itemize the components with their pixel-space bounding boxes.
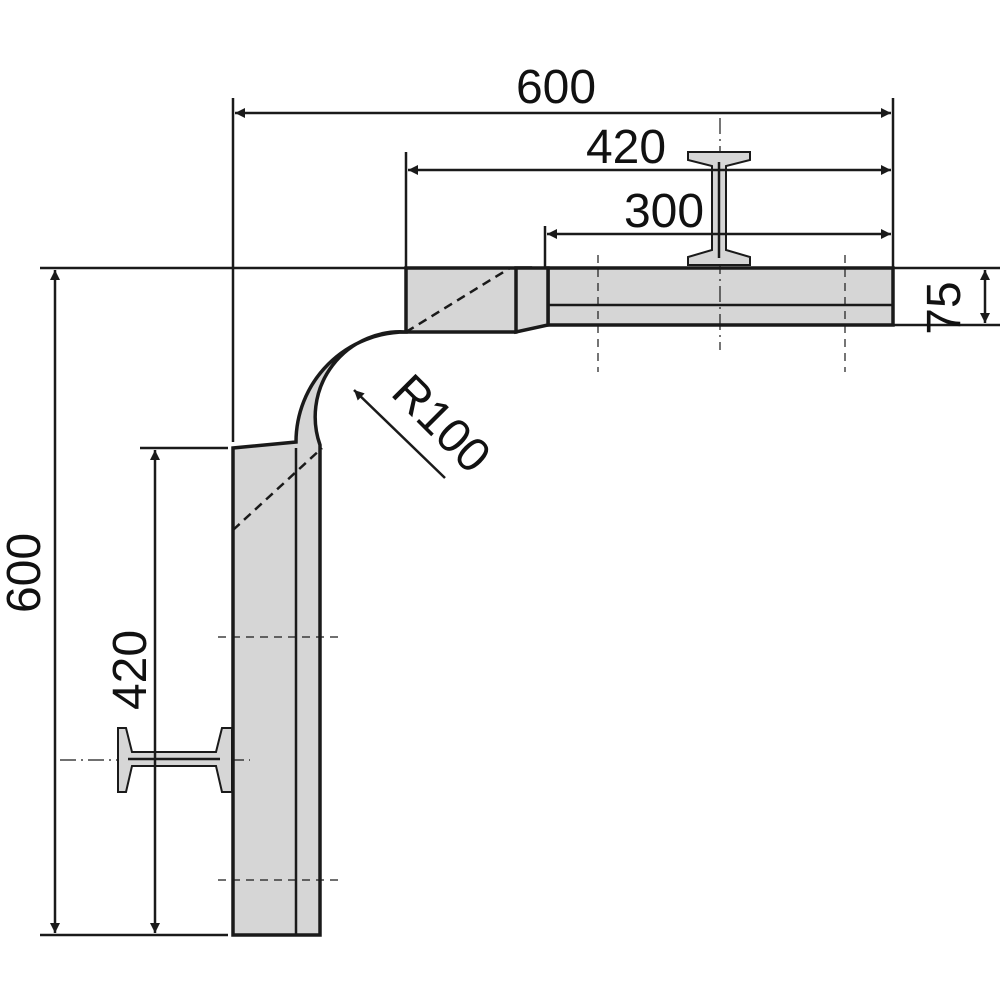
dim-left-overall-label: 600 (0, 533, 51, 613)
radius-label: R100 (382, 365, 501, 484)
radius-leader-arrow (353, 389, 446, 479)
top-diagonal-cut (405, 266, 511, 334)
i-beam-icon (117, 727, 233, 793)
dim-top-overall-label: 600 (516, 61, 596, 114)
dimension-labels: 600 420 300 75 600 420 R100 (0, 61, 971, 710)
dim-top-mid-label: 420 (586, 121, 666, 174)
dim-height-right-label: 75 (918, 281, 971, 334)
left-diagonal-cut (232, 447, 323, 531)
elbow-body (231, 266, 533, 937)
dimension-lines (50, 108, 990, 933)
extension-lines (40, 98, 1000, 937)
dim-top-inner-label: 300 (624, 185, 704, 238)
transition-piece (514, 266, 550, 335)
dim-left-mid-label: 420 (104, 630, 157, 710)
duct-body (231, 266, 895, 937)
